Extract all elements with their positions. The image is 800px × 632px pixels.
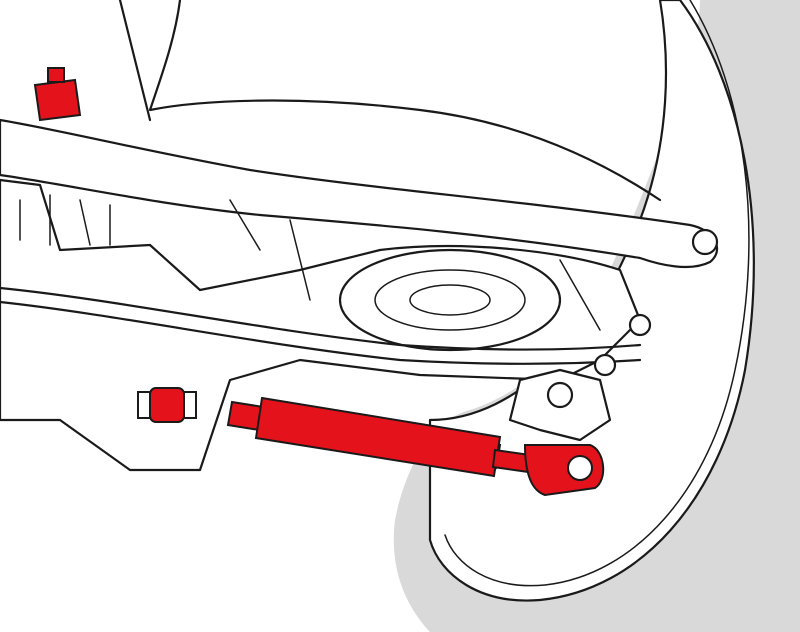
body-frame [118, 0, 662, 202]
adjustable-lateral-link [226, 396, 605, 497]
knuckle-bolt [546, 381, 574, 409]
sway-link-bolt-2 [628, 313, 652, 337]
sway-bar [0, 286, 642, 365]
spring-coil-inner [409, 284, 491, 316]
upper-control-arm [0, 118, 719, 269]
upper-mount-bushing [33, 67, 82, 122]
subframe-ribs [19, 194, 601, 331]
sway-link-bolt [593, 353, 617, 377]
wheel-outer-rim [428, 0, 755, 602]
spring-seat [338, 248, 562, 352]
inner-mount-bushing [137, 387, 197, 423]
arm-end-bolt [691, 228, 719, 256]
wheel-inner-rim [444, 0, 750, 587]
link-end-bushing [567, 455, 593, 481]
spring-coil [374, 269, 526, 331]
